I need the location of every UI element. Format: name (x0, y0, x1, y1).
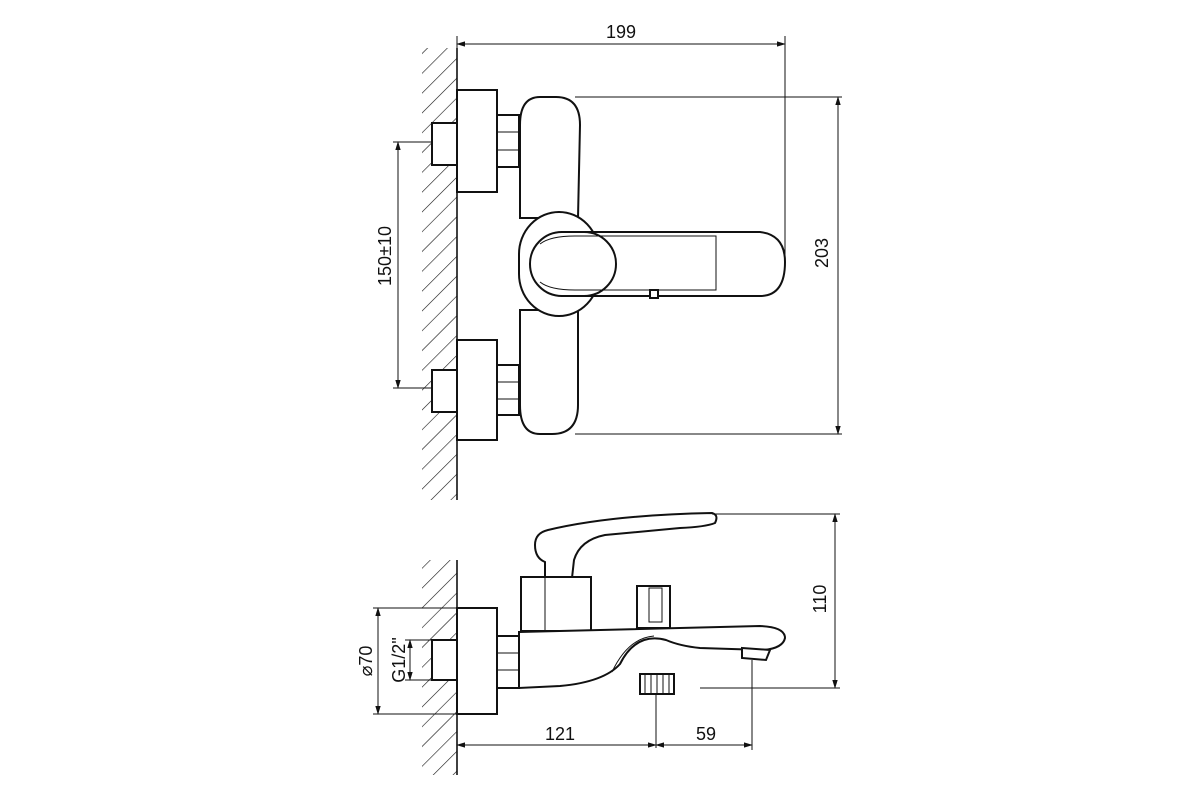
dim-outlet-to-spout: 59 (655, 660, 753, 750)
dim-front-height: 203 (575, 96, 842, 435)
side-handle (533, 511, 718, 579)
dim-inlet-spacing-label: 150±10 (375, 226, 395, 286)
outlet-thread (639, 673, 675, 748)
dim-wall-to-outlet: 121 (456, 724, 657, 748)
dim-thread-size-label: G1/2" (389, 637, 409, 682)
dim-side-height: 110 (700, 513, 840, 689)
lower-inlet (431, 339, 520, 441)
front-view: 199 203 150±10 (375, 22, 842, 500)
mixer-body-front (518, 96, 787, 435)
side-view: 110 ⌀70 G1/2" 121 59 (356, 511, 840, 775)
dim-wall-to-outlet-label: 121 (545, 724, 575, 744)
upper-inlet (431, 89, 520, 193)
dim-front-height-label: 203 (812, 238, 832, 268)
dim-inlet-spacing: 150±10 (375, 141, 432, 389)
dim-front-width: 199 (456, 22, 786, 270)
dim-flange-diameter-label: ⌀70 (356, 646, 376, 677)
dim-side-height-label: 110 (810, 585, 830, 614)
side-inlet (431, 607, 520, 715)
wall-front (422, 48, 458, 500)
spout-body (518, 624, 787, 690)
dim-flange-diameter: ⌀70 (356, 607, 460, 715)
dim-front-width-label: 199 (606, 22, 636, 42)
diverter-button (636, 585, 671, 629)
dim-outlet-to-spout-label: 59 (696, 724, 716, 744)
dim-thread-size: G1/2" (389, 637, 432, 683)
cartridge-housing (520, 576, 592, 632)
